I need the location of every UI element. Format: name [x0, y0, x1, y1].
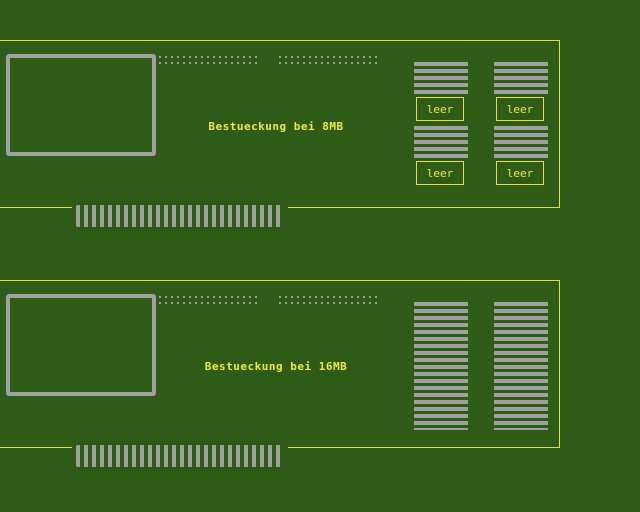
ram-module-stack	[414, 302, 468, 430]
memory-board-16mb: Bestueckung bei 16MB	[0, 280, 560, 448]
board-dot-row	[157, 294, 259, 306]
edge-connector	[76, 205, 284, 227]
ram-module	[494, 126, 548, 158]
ram-module	[414, 62, 468, 94]
memory-board-8mb: Bestueckung bei 8MB leer leer leer leer	[0, 40, 560, 208]
board-dot-row	[157, 54, 259, 66]
board-dot-row	[277, 54, 379, 66]
ram-module	[494, 62, 548, 94]
ram-module	[414, 126, 468, 158]
board-chip	[6, 294, 156, 396]
board-caption: Bestueckung bei 8MB	[208, 120, 344, 133]
empty-slot-label: leer	[416, 97, 464, 121]
ram-module-stack	[494, 302, 548, 430]
empty-slot-label: leer	[496, 161, 544, 185]
empty-slot-label: leer	[496, 97, 544, 121]
board-caption: Bestueckung bei 16MB	[204, 360, 348, 373]
edge-connector	[76, 445, 284, 467]
board-chip	[6, 54, 156, 156]
board-dot-row	[277, 294, 379, 306]
empty-slot-label: leer	[416, 161, 464, 185]
